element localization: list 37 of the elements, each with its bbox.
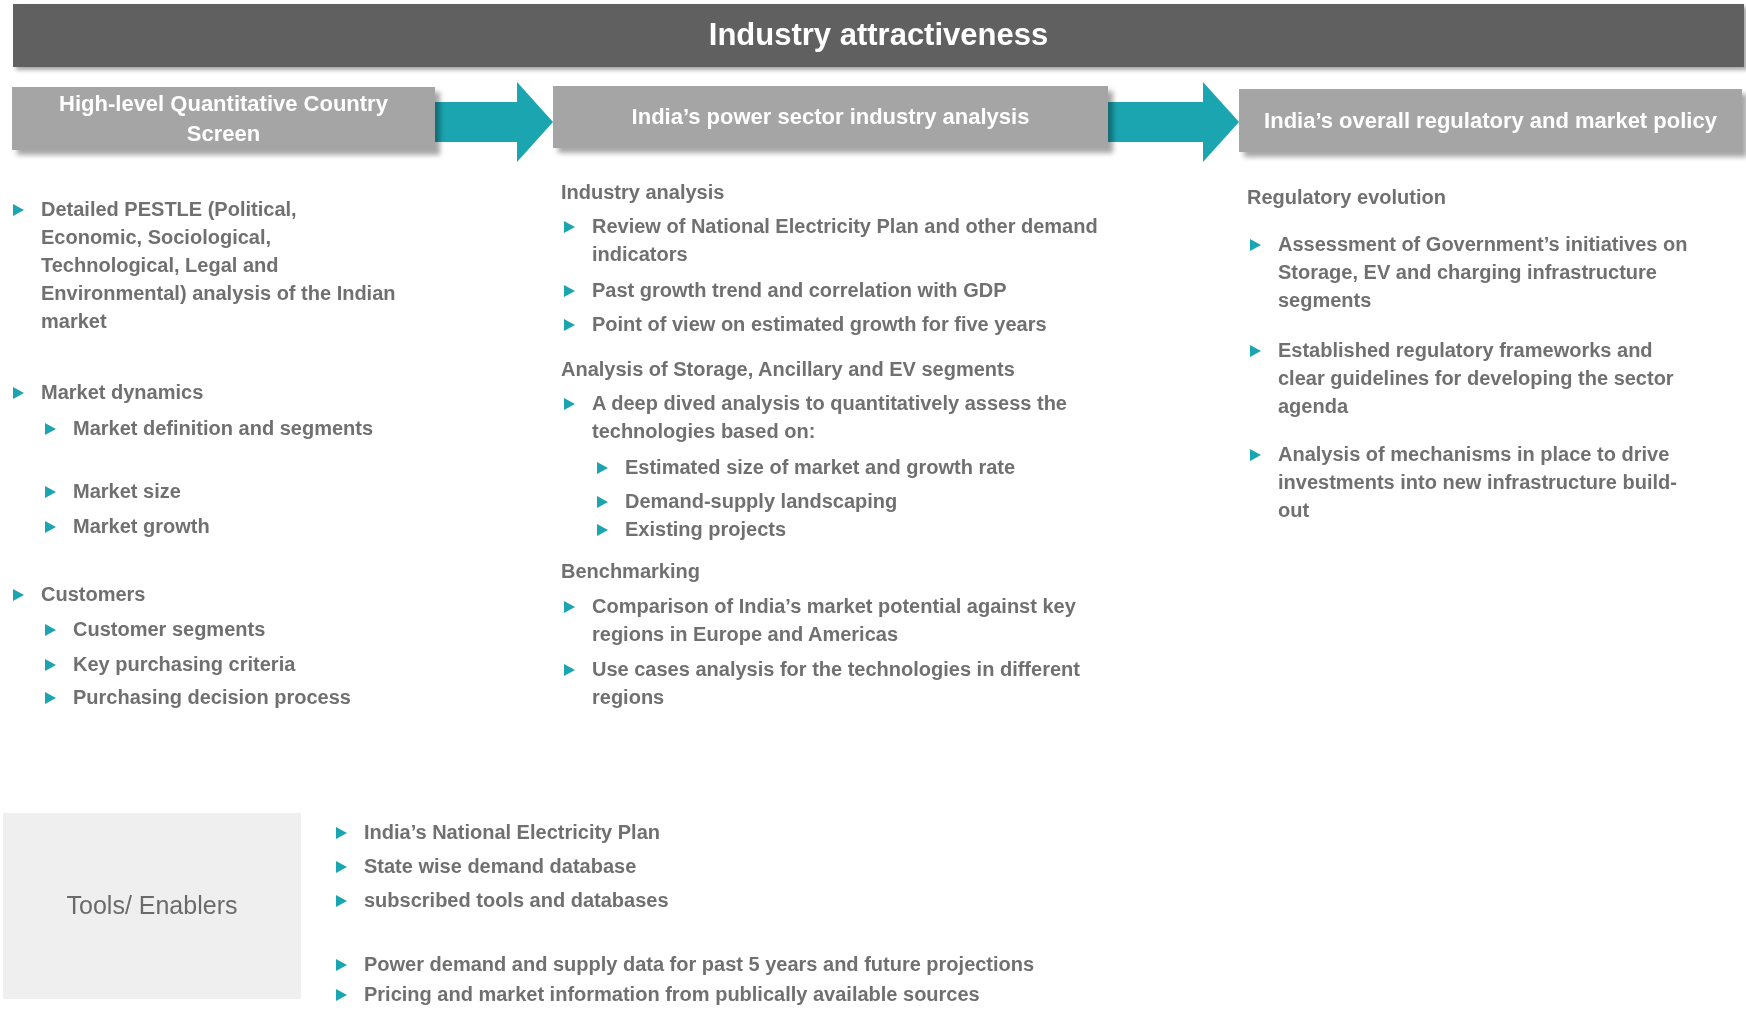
section-heading: Benchmarking <box>561 559 701 584</box>
bullet-text: Market size <box>73 479 182 504</box>
section-heading: Industry analysis <box>561 180 726 205</box>
bullet-text: Review of National Electricity Plan and other demand indicators <box>592 214 1099 267</box>
bullet-text: India’s National Electricity Plan <box>364 820 661 845</box>
bullet-text: Market growth <box>73 514 211 539</box>
bullet-text: Purchasing decision process <box>73 685 352 710</box>
column-header: India’s overall regulatory and market policy <box>1239 89 1742 152</box>
bullet-text: Past growth trend and correlation with GDP <box>592 278 1008 303</box>
bullet-text: Market dynamics <box>41 380 205 405</box>
section-heading: Analysis of Storage, Ancillary and EV segments <box>561 357 1016 382</box>
bullet-text: A deep dived analysis to quantitatively assess the technologies based on: <box>592 391 1068 444</box>
bullet-text: Market definition and segments <box>73 416 375 441</box>
column-header: India’s power sector industry analysis <box>553 86 1108 148</box>
bullet-text: Pricing and market information from publically available sources <box>364 982 981 1007</box>
bullet-text: State wise demand database <box>364 854 638 879</box>
bullet-text: Customers <box>41 582 147 607</box>
bullet-text: Power demand and supply data for past 5 years and future projections <box>364 952 1036 977</box>
column-header: High-level Quantitative Country Screen <box>12 87 435 150</box>
bullet-text: Established regulatory frameworks and clear guidelines for developing the sector agenda <box>1278 338 1675 419</box>
bullet-text: Key purchasing criteria <box>73 652 297 677</box>
bullet-text: Comparison of India’s market potential against key regions in Europe and Americas <box>592 594 1077 647</box>
bullet-text: Use cases analysis for the technologies in different regions <box>592 657 1081 710</box>
bullet-text: subscribed tools and databases <box>364 888 670 913</box>
bullet-text: Existing projects <box>625 517 788 542</box>
bullet-text: Point of view on estimated growth for five years <box>592 312 1048 337</box>
bullet-text: Demand-supply landscaping <box>625 489 899 514</box>
title-bar: Industry attractiveness <box>13 4 1744 67</box>
block-arrow <box>1108 82 1239 162</box>
section-heading: Regulatory evolution <box>1247 185 1447 210</box>
bullet-text: Analysis of mechanisms in place to drive investments into new infrastructure build-out <box>1278 442 1678 523</box>
bullet-text: Detailed PESTLE (Political, Economic, Sociological, Technological, Legal and Environmental) analysis of the Indian market <box>41 197 397 334</box>
bullet-text: Assessment of Government’s initiatives on Storage, EV and charging infrastructure segments <box>1278 232 1689 313</box>
bullet-text: Estimated size of market and growth rate <box>625 455 1017 480</box>
bullet-text: Customer segments <box>73 617 267 642</box>
side-panel: Tools/ Enablers <box>3 813 301 999</box>
block-arrow <box>435 82 553 162</box>
